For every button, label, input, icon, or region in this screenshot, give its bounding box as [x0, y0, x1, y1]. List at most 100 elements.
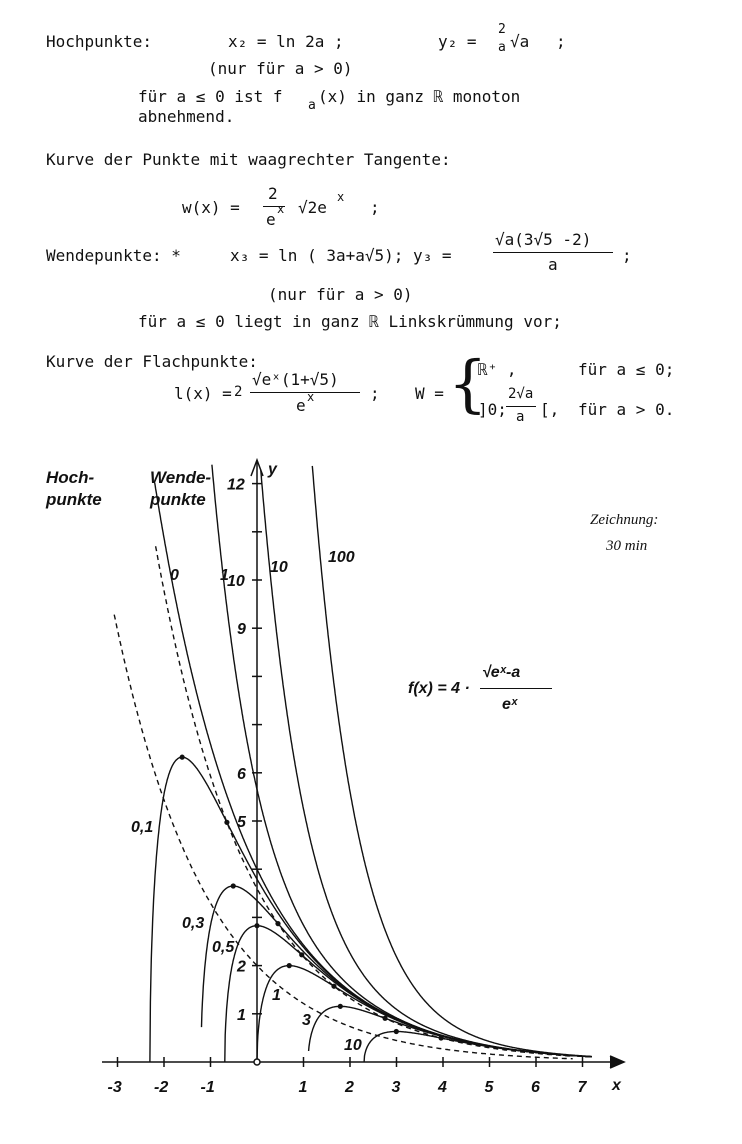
hochpunkt-a-3 — [337, 1003, 343, 1009]
label-wendepunkte-1: Wende- — [150, 468, 212, 487]
l-left: l(x) = — [174, 384, 232, 403]
W-row2-open: ]0; — [478, 400, 507, 419]
wendepunkte-label: Wendepunkte: * — [46, 246, 181, 265]
wendepunkt-a-3 — [382, 1015, 388, 1021]
wendepunkte-fraction-bar — [493, 252, 613, 253]
hochpunkte-y-root: √a — [510, 32, 530, 51]
w-left: w(x) = — [182, 198, 240, 217]
x-tick-label: 6 — [531, 1079, 540, 1096]
y-tick-label: 5 — [237, 814, 247, 831]
formula-lhs: f(x) = 4 · — [408, 680, 470, 697]
w-root-sup: x — [337, 190, 345, 204]
l-coef: 2 — [234, 384, 243, 400]
wendepunkte-curve — [154, 546, 574, 1057]
formula-den: eˣ — [502, 696, 518, 713]
w-fraction-bar — [263, 206, 285, 207]
curve-label: 0,1 — [131, 819, 153, 836]
hochpunkte-y-end: ; — [556, 32, 566, 51]
l-den-sup: x — [307, 390, 315, 404]
x-axis-arrow — [609, 1055, 626, 1069]
l-end: ; — [370, 384, 380, 403]
wendepunkt-a-0.1 — [224, 819, 230, 825]
wendepunkte-den: a — [548, 255, 558, 274]
W-row2-bar — [506, 406, 536, 407]
hochpunkt-a-1 — [286, 963, 292, 969]
x-tick-label: 1 — [299, 1079, 308, 1096]
x-tick-label: 7 — [578, 1079, 588, 1096]
w-end: ; — [370, 198, 380, 217]
W-left: W = — [415, 384, 444, 403]
hochpunkt-a-0.3 — [230, 883, 236, 889]
W-row2-cond: für a > 0. — [578, 400, 675, 419]
curve-label: 1 — [272, 987, 281, 1004]
envelope-curves — [113, 546, 574, 1060]
label-hochpunkte-2: punkte — [46, 490, 102, 509]
wendepunkt-a-0.5 — [299, 952, 305, 958]
curve-a--10 — [260, 469, 592, 1058]
condition-a-positive: (nur für a > 0) — [208, 59, 353, 78]
x-tick-label: 2 — [344, 1079, 354, 1096]
x-tick-label: -1 — [201, 1079, 215, 1096]
hochpunkte-curve — [113, 614, 573, 1060]
x-tick-label: -3 — [108, 1079, 122, 1096]
curve-label: 3 — [302, 1012, 311, 1029]
x-axis-label: x — [611, 1077, 622, 1094]
hochpunkte-y-den: a — [498, 40, 506, 55]
label-hochpunkte-1: Hoch- — [46, 468, 95, 487]
monoton-line-a: für a ≤ 0 ist f — [138, 87, 283, 106]
W-row1-set: ℝ⁺ , — [478, 360, 517, 379]
tangente-heading: Kurve der Punkte mit waagrechter Tangent… — [46, 150, 451, 169]
curve-label: 10 — [344, 1037, 362, 1054]
curve-label: 100 — [328, 549, 355, 566]
w-den: e — [266, 210, 276, 229]
x-tick-label: -2 — [154, 1079, 168, 1096]
W-brace: { — [448, 347, 488, 420]
W-row1-cond: für a ≤ 0; — [578, 360, 675, 379]
wendepunkte-x: x₃ = ln ( 3a+a√5); y₃ = — [230, 246, 452, 265]
curve-label: 1 — [220, 567, 229, 584]
hochpunkt-a-0.1 — [179, 754, 185, 760]
zeichnung-note-2: 30 min — [606, 538, 648, 554]
y-tick-label: 10 — [227, 573, 245, 590]
W-row2-num: 2√a — [508, 386, 534, 402]
label-wendepunkte-2: punkte — [150, 490, 206, 509]
w-den-sup: x — [277, 202, 285, 216]
hochpunkte-label: Hochpunkte: — [46, 32, 152, 51]
y-tick-label: 6 — [237, 766, 246, 783]
y-tick-label: 12 — [227, 477, 245, 494]
x-tick-label: 5 — [485, 1079, 495, 1096]
l-fraction-bar — [250, 392, 360, 393]
hochpunkt-a-10 — [393, 1028, 399, 1035]
x-tick-label: 3 — [392, 1079, 401, 1096]
W-row2-den: a — [516, 409, 525, 425]
formula-bar — [480, 688, 552, 689]
W-row2-close: [, — [540, 400, 560, 419]
monoton-sub: a — [308, 98, 316, 113]
y-axis-label: y — [267, 461, 278, 478]
wendepunkt-a-10 — [438, 1035, 444, 1041]
y-tick-label: 9 — [237, 621, 246, 638]
wendepunkte-num: √a(3√5 -2) — [495, 230, 592, 249]
curve-label: 10 — [270, 559, 288, 576]
axes — [102, 457, 626, 1069]
y-axis-arrow — [250, 457, 264, 477]
curve-label: 0 — [170, 567, 179, 584]
monoton-line-b: (x) in ganz ℝ monoton — [318, 87, 521, 106]
formula-num: √eˣ-a — [482, 664, 521, 681]
hochpunkte-x: x₂ = ln 2a ; — [228, 32, 344, 51]
origin-marker — [253, 1058, 261, 1066]
curve-a-0.1 — [149, 756, 592, 1063]
wendepunkte-end: ; — [622, 246, 632, 265]
condition-a-positive-2: (nur für a > 0) — [268, 285, 413, 304]
zeichnung-note-1: Zeichnung: — [590, 512, 659, 528]
curve-label: 0,5 — [212, 939, 235, 956]
hochpunkt-a-0.5 — [254, 923, 260, 929]
curve-a--100 — [311, 465, 592, 1058]
x-tick-label: 4 — [437, 1079, 447, 1096]
curve-a-10 — [363, 1030, 592, 1063]
wendepunkt-a-0.3 — [275, 921, 281, 927]
flachpunkte-heading: Kurve der Flachpunkte: — [46, 352, 258, 371]
linkskruemmung-line: für a ≤ 0 liegt in ganz ℝ Linkskrümmung … — [138, 312, 562, 331]
